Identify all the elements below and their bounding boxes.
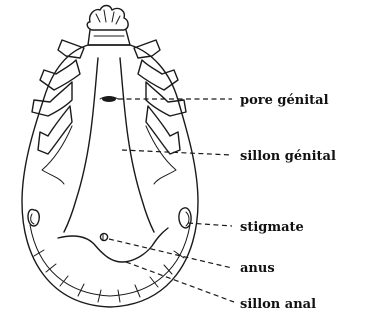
label-sillon-anal: sillon anal [240,297,316,312]
anus [100,233,107,240]
leader-lines [109,99,234,302]
label-anus: anus [240,261,275,276]
stigmata [28,208,191,228]
genital-groove [64,58,154,232]
capitulum [87,6,130,46]
label-sillon-genital: sillon génital [240,149,336,164]
genital-pore [100,96,118,102]
anal-groove [58,228,168,262]
label-stigmate: stigmate [240,220,304,235]
right-coxae [134,40,186,184]
label-pore-genital: pore génital [240,93,329,108]
